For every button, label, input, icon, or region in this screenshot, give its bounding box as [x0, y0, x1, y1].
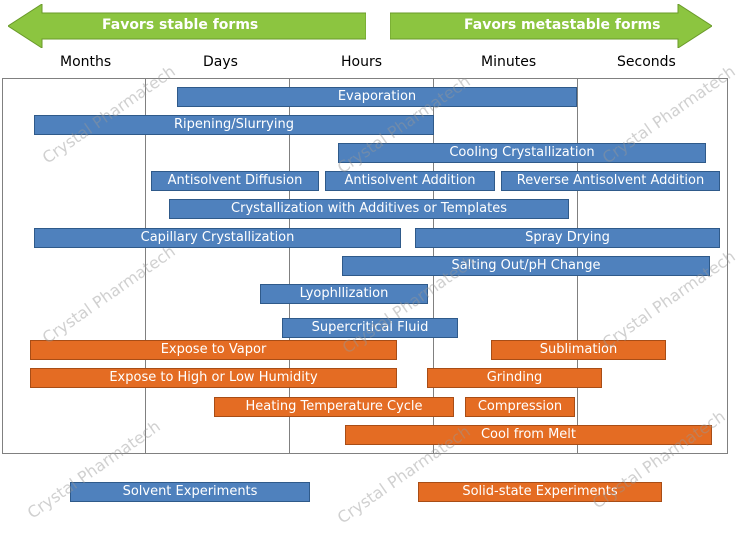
bar-lyophilization: Lyophllization — [260, 284, 428, 304]
time-days: Days — [203, 54, 238, 70]
timeline-frame — [2, 78, 728, 454]
divider-days-hours — [289, 78, 290, 454]
time-months: Months — [60, 54, 112, 70]
time-minutes: Minutes — [481, 54, 537, 70]
metastable-forms-label: Favors metastable forms — [464, 17, 661, 33]
right-arrow-icon — [390, 4, 712, 48]
bar-salting-out: Salting Out/pH Change — [342, 256, 710, 276]
time-hours: Hours — [341, 54, 383, 70]
bar-capillary: Capillary Crystallization — [34, 228, 401, 248]
legend-solvent: Solvent Experiments — [70, 482, 310, 502]
bar-expose-vapor: Expose to Vapor — [30, 340, 397, 360]
stable-forms-label: Favors stable forms — [102, 17, 259, 33]
bar-compression: Compression — [465, 397, 575, 417]
bar-sublimation: Sublimation — [491, 340, 666, 360]
bar-heating-cycle: Heating Temperature Cycle — [214, 397, 454, 417]
bar-ripening: Ripening/Slurrying — [34, 115, 434, 135]
bar-humidity: Expose to High or Low Humidity — [30, 368, 397, 388]
bar-evaporation: Evaporation — [177, 87, 577, 107]
time-seconds: Seconds — [617, 54, 676, 70]
bar-cool-from-melt: Cool from Melt — [345, 425, 712, 445]
legend-solid-state: Solid-state Experiments — [418, 482, 662, 502]
divider-months-days — [145, 78, 146, 454]
bar-additives: Crystallization with Additives or Templa… — [169, 199, 569, 219]
bar-spray-drying: Spray Drying — [415, 228, 720, 248]
bar-cooling: Cooling Crystallization — [338, 143, 706, 163]
bar-grinding: Grinding — [427, 368, 602, 388]
left-arrow-icon — [8, 4, 366, 48]
bar-antisolvent-addition: Antisolvent Addition — [325, 171, 495, 191]
bar-reverse-antisolvent: Reverse Antisolvent Addition — [501, 171, 720, 191]
bar-antisolvent-diffusion: Antisolvent Diffusion — [151, 171, 319, 191]
bar-supercritical: Supercritical Fluid — [282, 318, 458, 338]
